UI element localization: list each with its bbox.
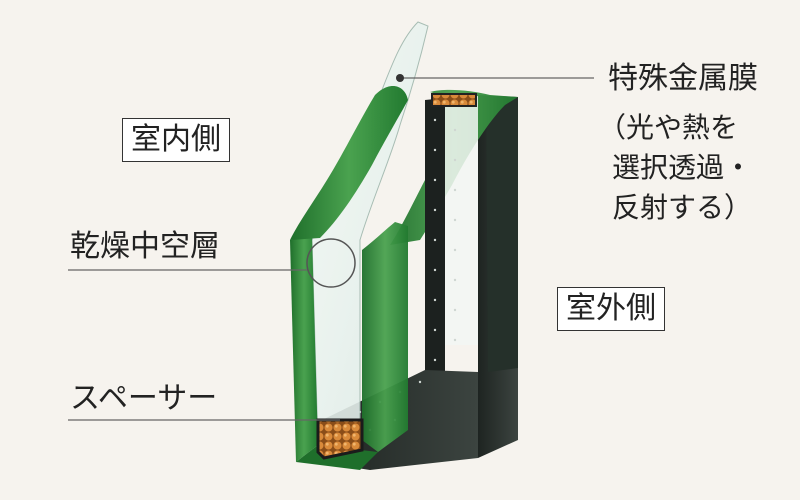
metal-film-label: 特殊金属膜 xyxy=(608,61,758,96)
indoor-side-label: 室内側 xyxy=(122,118,230,162)
outdoor-glass-pane xyxy=(390,89,518,458)
spacer-top-bead-section xyxy=(431,93,477,107)
indoor-pane-green-wave xyxy=(290,85,408,240)
outdoor-side-label: 室外側 xyxy=(557,287,665,331)
outdoor-pane-right-edge xyxy=(486,96,518,372)
indoor-pane-green-edge-right xyxy=(362,222,408,452)
dry-air-layer-label: 乾燥中空層 xyxy=(70,229,220,264)
indoor-pane-green-edge-left xyxy=(290,236,318,462)
metal-film-pointer-dot xyxy=(396,74,404,82)
spacer-bead-cross-section xyxy=(316,418,364,460)
dry-air-callout-circle xyxy=(306,238,356,288)
outdoor-pane-inner-face xyxy=(440,96,478,345)
spacer-frame-right xyxy=(425,98,445,408)
metal-film-note-line-1: （光や熱を xyxy=(598,111,739,144)
metal-film-note-line-2: 選択透過・ xyxy=(612,151,753,184)
indoor-glass-pane xyxy=(290,21,429,470)
spacer-label: スペーサー xyxy=(70,381,218,416)
metal-film-note-line-3: 反射する） xyxy=(612,191,753,224)
leader-lines xyxy=(68,77,594,421)
